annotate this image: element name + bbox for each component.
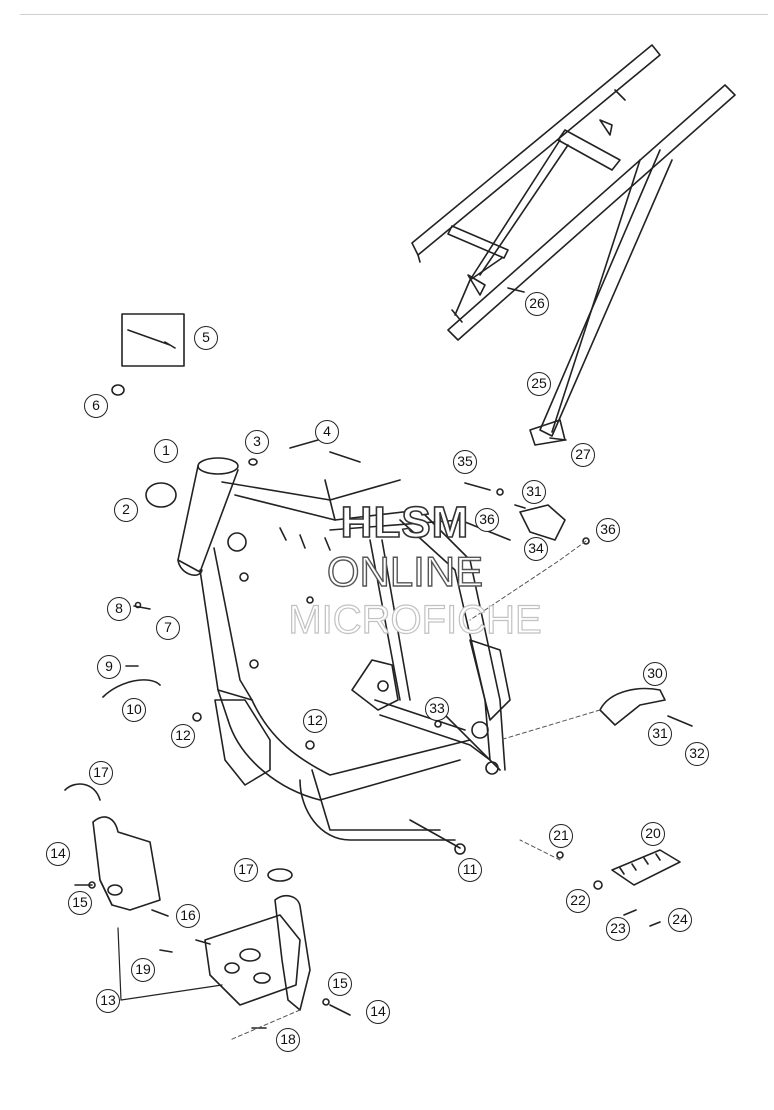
callout-15-right[interactable]: 15 [328,972,352,996]
callout-15-left[interactable]: 15 [68,891,92,915]
frame-protector-left-drawing [92,816,161,911]
callout-21[interactable]: 21 [549,824,573,848]
top-divider [20,14,768,15]
callout-12-left[interactable]: 12 [171,724,195,748]
footrest-drawing [611,849,681,886]
callout-36-left[interactable]: 36 [475,508,499,532]
callout-34[interactable]: 34 [524,537,548,561]
hardware-drawing [64,287,693,1029]
callout-9[interactable]: 9 [97,655,121,679]
callout-32[interactable]: 32 [685,742,709,766]
callout-5[interactable]: 5 [194,326,218,350]
callout-14-right[interactable]: 14 [366,1000,390,1024]
watermark-line-1: HLSM [340,497,470,548]
callout-16[interactable]: 16 [176,904,200,928]
callout-1[interactable]: 1 [154,439,178,463]
callout-23[interactable]: 23 [606,917,630,941]
lower-protector-drawing [214,699,271,786]
subframe-drawing [411,44,736,446]
callout-36-right[interactable]: 36 [596,518,620,542]
callout-33[interactable]: 33 [425,697,449,721]
leader-lines [229,540,601,1041]
callout-18[interactable]: 18 [276,1028,300,1052]
footpeg-left-drawing [519,504,566,541]
callout-10[interactable]: 10 [122,698,146,722]
callout-30[interactable]: 30 [643,662,667,686]
callout-22[interactable]: 22 [566,889,590,913]
callout-31-lower[interactable]: 31 [648,722,672,746]
callout-14-left[interactable]: 14 [46,842,70,866]
callout-19[interactable]: 19 [131,958,155,982]
callout-13[interactable]: 13 [96,989,120,1013]
callout-25[interactable]: 25 [527,372,551,396]
callout-17-lower[interactable]: 17 [234,858,258,882]
callout-6[interactable]: 6 [84,394,108,418]
callout-31-upper[interactable]: 31 [522,480,546,504]
callout-27[interactable]: 27 [571,443,595,467]
callout-8[interactable]: 8 [107,597,131,621]
watermark-line-3: MICROFICHE [288,597,543,642]
callout-13-leaders [117,927,223,1001]
callout-17-upper[interactable]: 17 [89,761,113,785]
main-frame-drawing [177,457,511,841]
callout-2[interactable]: 2 [114,498,138,522]
callout-11[interactable]: 11 [458,858,482,882]
watermark-line-2: ONLINE [326,547,484,595]
frame-protector-right-drawing [204,894,311,1011]
callout-35[interactable]: 35 [453,450,477,474]
callout-12-center[interactable]: 12 [303,709,327,733]
footpeg-right-drawing [599,687,666,726]
callout-3[interactable]: 3 [245,430,269,454]
callout-4[interactable]: 4 [315,420,339,444]
callout-24[interactable]: 24 [668,908,692,932]
callout-20[interactable]: 20 [641,822,665,846]
callout-26[interactable]: 26 [525,292,549,316]
callout-7[interactable]: 7 [156,616,180,640]
